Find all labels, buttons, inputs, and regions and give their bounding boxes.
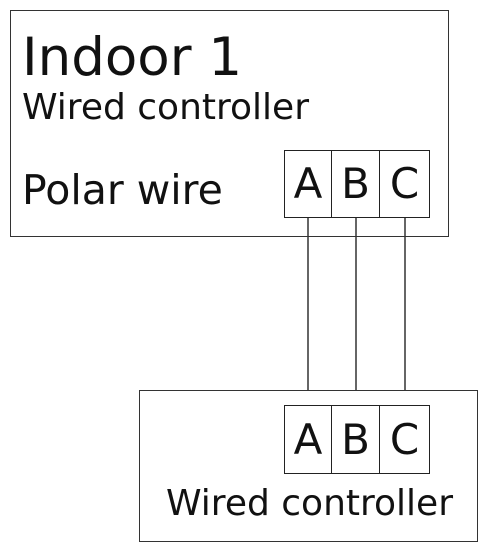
indoor-terminal-b: B [331, 150, 380, 218]
controller-terminal-b: B [331, 405, 380, 474]
controller-terminal-c: C [379, 405, 430, 474]
wired-controller-label: Wired controller [166, 483, 453, 524]
polar-wire-label: Polar wire [22, 166, 223, 214]
controller-terminal-a: A [284, 405, 332, 474]
indoor-terminal-a: A [284, 150, 332, 218]
indoor-terminal-c: C [379, 150, 430, 218]
indoor-unit-title: Indoor 1 [22, 27, 243, 88]
indoor-unit-subtitle: Wired controller [22, 87, 309, 128]
